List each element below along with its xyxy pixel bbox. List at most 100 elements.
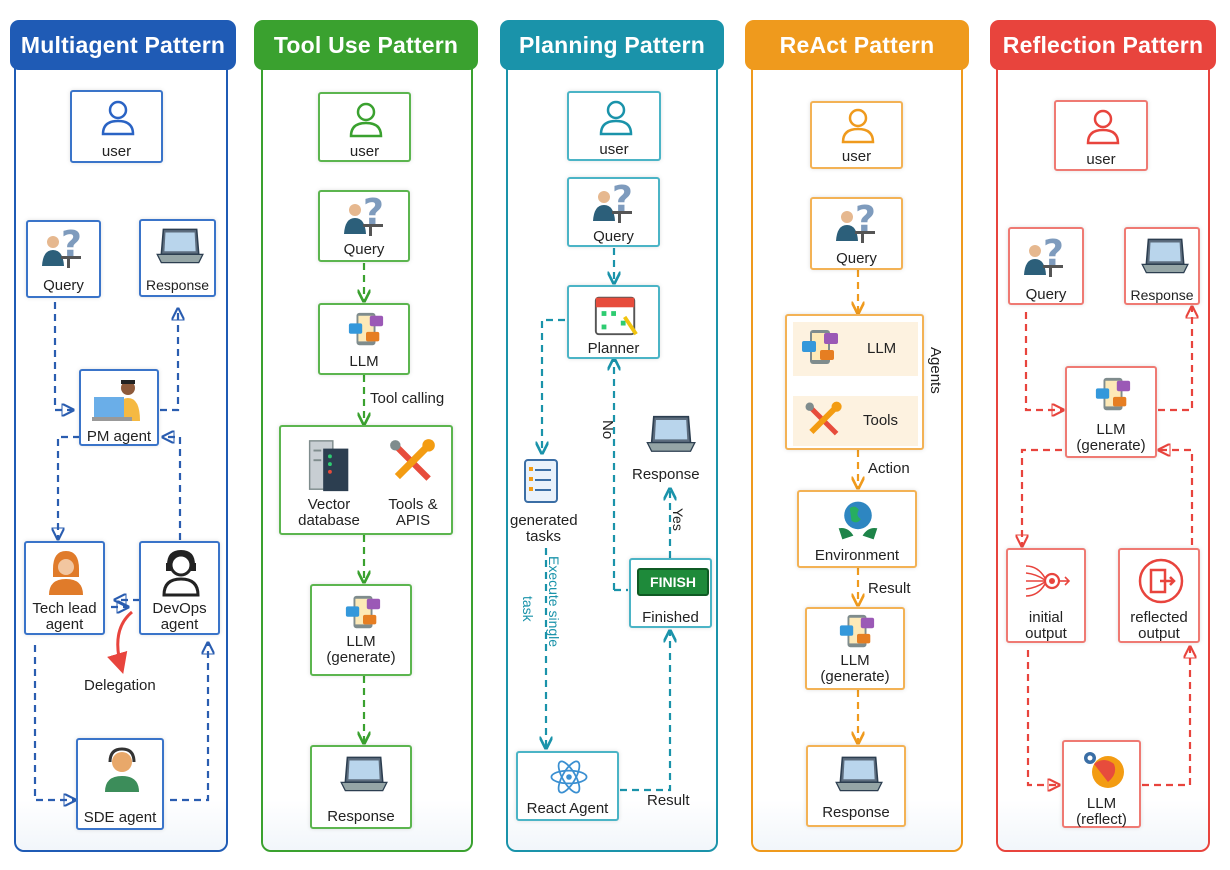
tooluse-query-node[interactable]: Query	[318, 190, 410, 262]
environment-label: Environment	[814, 547, 900, 564]
llm-label: LLM	[349, 353, 379, 370]
query-icon	[1020, 235, 1072, 279]
react-query-node[interactable]: Query	[810, 197, 903, 270]
llm-icon	[1093, 376, 1133, 414]
initial-output-icon	[1020, 556, 1074, 606]
llm-generate-label-1: LLM	[840, 652, 870, 669]
sde-agent-node[interactable]: SDE agent	[76, 738, 164, 830]
planning-result-label: Result	[647, 792, 690, 809]
generated-tasks-label-2: tasks	[526, 528, 562, 545]
vector-label-1: Vector	[307, 496, 351, 513]
llm-generate-label-2: (generate)	[820, 668, 890, 685]
multiagent-title: Multiagent Pattern	[10, 20, 236, 70]
tooluse-user-node[interactable]: user	[318, 92, 411, 162]
environment-node[interactable]: Environment	[797, 490, 917, 568]
sde-agent-label: SDE agent	[83, 809, 157, 826]
react-user-node[interactable]: user	[810, 101, 903, 169]
planning-user-node[interactable]: user	[567, 91, 661, 161]
planner-node[interactable]: Planner	[567, 285, 660, 359]
tech-lead-label-1: Tech lead	[32, 600, 97, 617]
react-agent-label: React Agent	[526, 800, 609, 817]
react-result-label: Result	[868, 580, 911, 597]
delegation-label: Delegation	[84, 677, 156, 694]
tools-apis-label-2: APIS	[395, 512, 431, 529]
devops-label-2: agent	[160, 616, 199, 633]
devops-agent-node[interactable]: DevOps agent	[139, 541, 220, 635]
agents-group[interactable]: LLM Tools	[785, 314, 924, 450]
response-label: Response	[822, 804, 890, 821]
multiagent-user-node[interactable]: user	[70, 90, 163, 163]
initial-output-label-2: output	[1025, 625, 1067, 642]
reflection-query-node[interactable]: Query	[1008, 227, 1084, 305]
user-label: user	[599, 141, 629, 158]
pm-agent-label: PM agent	[86, 428, 152, 445]
react-title: ReAct Pattern	[745, 20, 969, 70]
query-label: Query	[593, 228, 634, 245]
query-label: Query	[343, 241, 385, 258]
response-label: Response	[327, 808, 395, 825]
user-label: user	[101, 143, 132, 160]
llm-generate-label-2: (generate)	[1076, 437, 1146, 454]
llm-generate-label-1: LLM	[346, 633, 376, 650]
pm-agent-node[interactable]: PM agent	[79, 369, 159, 446]
multiagent-query-node[interactable]: Query	[26, 220, 101, 298]
react-llm-generate-node[interactable]: LLM (generate)	[805, 607, 905, 690]
planning-title: Planning Pattern	[500, 20, 724, 70]
query-label: Query	[43, 277, 84, 294]
user-label: user	[349, 143, 380, 160]
generated-tasks-label-1: generated	[510, 512, 578, 529]
initial-output-label-1: initial	[1028, 609, 1064, 626]
llm-reflect-node[interactable]: LLM (reflect)	[1062, 740, 1141, 828]
user-label: user	[841, 148, 872, 165]
llm-reflect-label-2: (reflect)	[1076, 811, 1127, 828]
multiagent-response-node[interactable]: Response	[139, 219, 216, 297]
llm-reflect-label-1: LLM	[1086, 795, 1117, 812]
user-icon	[1083, 106, 1123, 146]
reflected-output-label-2: output	[1138, 625, 1180, 642]
tooluse-title: Tool Use Pattern	[254, 20, 478, 70]
user-label: user	[1086, 151, 1116, 168]
tech-lead-label-2: agent	[45, 616, 84, 633]
tech-lead-node[interactable]: Tech lead agent	[24, 541, 105, 635]
tooluse-response-node[interactable]: Response	[310, 745, 412, 829]
response-label: Response	[145, 277, 210, 293]
react-llm-row[interactable]: LLM	[793, 322, 918, 376]
react-agent-node[interactable]: React Agent	[516, 751, 619, 821]
reflected-output-node[interactable]: reflected output	[1118, 548, 1200, 643]
reflection-llm-generate-node[interactable]: LLM (generate)	[1065, 366, 1157, 458]
exit-door-icon	[1136, 556, 1186, 606]
tooluse-llm-node[interactable]: LLM	[318, 303, 410, 375]
tools-apis-label-1: Tools &	[388, 496, 438, 513]
llm-generate-label-1: LLM	[1096, 421, 1126, 438]
planning-response-label: Response	[632, 466, 700, 483]
action-label: Action	[868, 460, 910, 477]
reflection-user-node[interactable]: user	[1054, 100, 1148, 171]
finish-sign: FINISH	[637, 568, 709, 596]
finished-label: Finished	[642, 609, 699, 626]
react-tools-row[interactable]: Tools	[793, 396, 918, 446]
tooluse-llm-generate-node[interactable]: LLM (generate)	[310, 584, 412, 676]
planning-query-node[interactable]: Query	[567, 177, 660, 247]
reflect-icon	[1076, 746, 1130, 796]
reflection-response-node[interactable]: Response	[1124, 227, 1200, 305]
llm-generate-label-2: (generate)	[326, 649, 396, 666]
vector-tools-group[interactable]: Vector database Tools & APIS	[279, 425, 453, 535]
reflected-output-label-1: reflected	[1130, 609, 1188, 626]
planner-label: Planner	[587, 340, 640, 357]
query-label: Query	[1025, 286, 1067, 303]
react-llm-label: LLM	[867, 340, 897, 357]
finished-node[interactable]: FINISH Finished	[629, 558, 712, 628]
reflection-title: Reflection Pattern	[990, 20, 1216, 70]
initial-output-node[interactable]: initial output	[1006, 548, 1086, 643]
devops-label-1: DevOps	[152, 600, 207, 617]
query-label: Query	[836, 250, 877, 267]
response-label: Response	[1130, 287, 1194, 303]
laptop-icon	[1138, 235, 1190, 277]
finish-sign-text: FINISH	[650, 574, 696, 590]
react-tools-label: Tools	[863, 412, 899, 429]
react-response-node[interactable]: Response	[806, 745, 906, 827]
